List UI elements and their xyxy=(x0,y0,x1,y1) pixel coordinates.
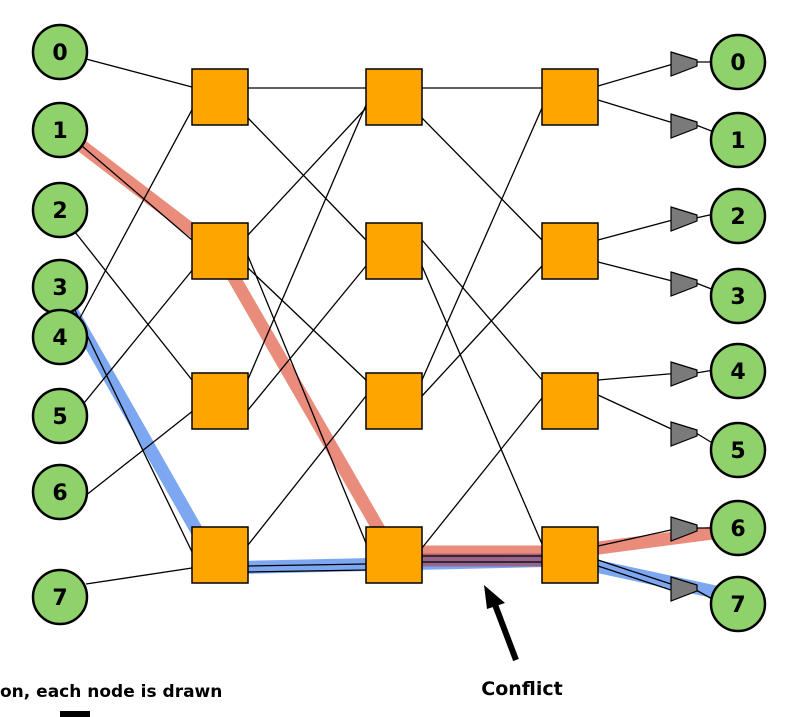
svg-text:7: 7 xyxy=(730,593,745,618)
demux-7 xyxy=(670,576,698,602)
svg-text:4: 4 xyxy=(52,326,67,351)
input-node-5: 5 xyxy=(31,387,89,445)
output-node-6: 6 xyxy=(709,499,767,557)
demux-2 xyxy=(670,206,698,232)
output-node-5: 5 xyxy=(709,421,767,479)
switch-s1-1 xyxy=(191,222,249,280)
conflict-label: Conflict xyxy=(481,678,562,700)
switch-s1-2 xyxy=(191,372,249,430)
input-node-7: 7 xyxy=(31,568,89,626)
demux-6 xyxy=(670,516,698,542)
svg-text:3: 3 xyxy=(52,276,67,301)
output-node-1: 1 xyxy=(709,111,767,169)
svg-text:7: 7 xyxy=(52,586,67,611)
switch-s3-0 xyxy=(541,68,599,126)
svg-text:4: 4 xyxy=(730,360,745,385)
output-node-2: 2 xyxy=(709,187,767,245)
svg-text:5: 5 xyxy=(730,439,745,464)
input-node-2: 2 xyxy=(31,181,89,239)
input-node-4: 4 xyxy=(31,308,89,366)
input-node-1: 1 xyxy=(31,101,89,159)
demux-1 xyxy=(670,113,698,139)
svg-text:5: 5 xyxy=(52,405,67,430)
switch-s2-2 xyxy=(365,372,423,430)
svg-text:1: 1 xyxy=(730,129,745,154)
output-node-7: 7 xyxy=(709,575,767,633)
highlight-paths xyxy=(63,133,727,600)
output-nodes: 0 1 2 3 4 5 6 7 xyxy=(709,33,767,633)
demux-0 xyxy=(670,51,698,77)
wires xyxy=(71,58,715,601)
output-node-0: 0 xyxy=(709,33,767,91)
switch-s3-1 xyxy=(541,222,599,280)
svg-text:2: 2 xyxy=(52,199,67,224)
svg-text:0: 0 xyxy=(52,41,67,66)
output-node-3: 3 xyxy=(709,267,767,325)
svg-text:6: 6 xyxy=(730,517,745,542)
svg-text:6: 6 xyxy=(52,481,67,506)
input-nodes: 0 1 2 3 4 5 6 7 xyxy=(31,23,89,626)
svg-text:3: 3 xyxy=(730,285,745,310)
switch-s3-3 xyxy=(541,526,599,584)
switch-s1-0 xyxy=(191,68,249,126)
switch-s3-2 xyxy=(541,372,599,430)
svg-text:2: 2 xyxy=(730,205,745,230)
demux-3 xyxy=(670,271,698,297)
switch-s2-3 xyxy=(365,526,423,584)
input-node-6: 6 xyxy=(31,463,89,521)
input-node-3: 3 xyxy=(31,258,89,316)
output-node-4: 4 xyxy=(709,342,767,400)
svg-text:0: 0 xyxy=(730,51,745,76)
switch-s1-3 xyxy=(191,526,249,584)
switch-s2-0 xyxy=(365,68,423,126)
switches xyxy=(191,68,599,584)
demux-5 xyxy=(670,421,698,447)
demux-4 xyxy=(670,361,698,387)
svg-text:1: 1 xyxy=(52,119,67,144)
conflict-arrow xyxy=(484,585,519,662)
switch-s2-1 xyxy=(365,222,423,280)
output-demuxes xyxy=(670,51,698,602)
input-node-0: 0 xyxy=(31,23,89,81)
caption-fragment: on, each node is drawn xyxy=(0,682,222,702)
caption-cutoff-fragment xyxy=(60,711,90,717)
